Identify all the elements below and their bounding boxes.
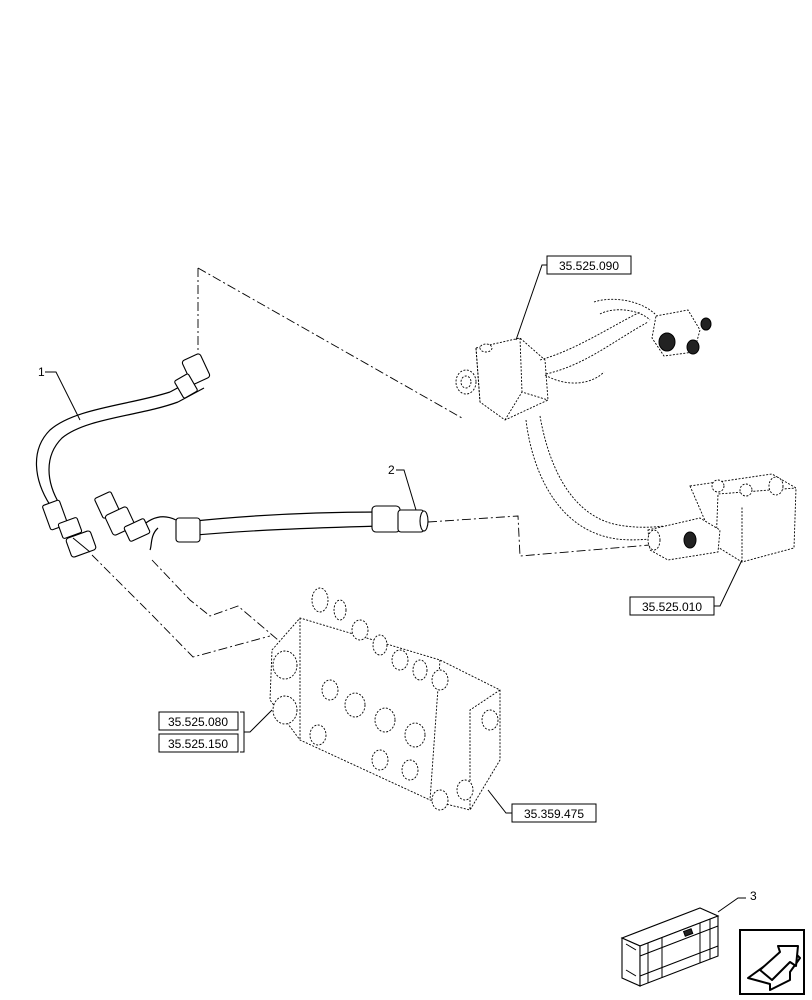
hose-assembly-1 bbox=[35, 353, 211, 558]
callout-3-label: 3 bbox=[750, 889, 757, 903]
ref-box-top-valve[interactable]: 35.525.090 bbox=[515, 255, 632, 341]
callout-1: 1 bbox=[38, 365, 81, 421]
ref-control-valve-label: 35.359.475 bbox=[524, 807, 584, 821]
ref-left-lower-label: 35.525.150 bbox=[168, 737, 228, 751]
control-valve-block bbox=[269, 587, 501, 811]
ref-right-valve-label: 35.525.010 bbox=[642, 600, 702, 614]
callout-2: 2 bbox=[388, 463, 417, 511]
kit-box-icon bbox=[620, 907, 720, 987]
arrow-forward-icon[interactable] bbox=[739, 929, 805, 995]
ref-box-left-group: 35.525.080 35.525.150 bbox=[158, 709, 273, 753]
ref-box-control-valve[interactable]: 35.359.475 bbox=[487, 789, 597, 823]
ref-box-left-upper[interactable] bbox=[158, 711, 239, 731]
callout-3: 3 bbox=[717, 889, 757, 913]
connection-lines bbox=[91, 267, 651, 658]
valve-assembly-top bbox=[455, 298, 712, 541]
ref-box-right-valve[interactable]: 35.525.010 bbox=[629, 559, 743, 616]
valve-assembly-right bbox=[647, 473, 797, 563]
callout-2-label: 2 bbox=[388, 463, 395, 477]
ref-left-upper-label: 35.525.080 bbox=[168, 715, 228, 729]
ref-top-valve-label: 35.525.090 bbox=[559, 259, 619, 273]
ref-box-left-lower[interactable] bbox=[158, 733, 239, 753]
hose-assembly-2 bbox=[94, 491, 429, 551]
callout-1-label: 1 bbox=[38, 365, 45, 379]
